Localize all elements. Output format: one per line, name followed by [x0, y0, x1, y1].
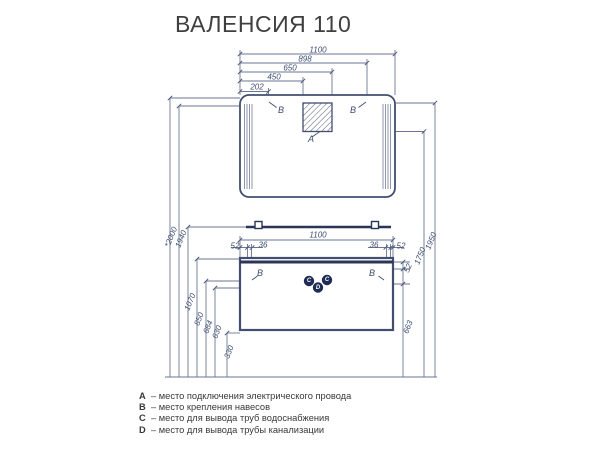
b-leader-mirror-right — [358, 101, 367, 108]
water-pipe-point-left — [303, 275, 315, 287]
label-b-mirror-right: B — [349, 105, 357, 115]
label-b-cabinet-right: B — [368, 268, 376, 278]
dimension-ticks — [167, 51, 438, 336]
water-pipe-point-right — [321, 274, 333, 286]
page-title: ВАЛЕНСИЯ 110 — [175, 11, 352, 37]
label-b-cabinet-left: B — [256, 268, 264, 278]
dim-cabinet-width: 1100 — [309, 230, 327, 240]
legend-item-b: B – место крепления навесов — [139, 402, 351, 413]
label-c-pipe-right: C — [324, 277, 330, 283]
shelf-clip-left — [254, 220, 263, 230]
legend-key-a: A — [139, 391, 146, 401]
dim-cabinet-left-36: 36 — [258, 240, 268, 250]
dim-cabinet-left-52: 52 — [230, 241, 240, 251]
b-leader-cabinet-right — [378, 275, 385, 281]
cabinet — [238, 256, 395, 332]
legend-item-c: C – место для вывода труб водоснабжения — [139, 413, 351, 424]
legend-item-a: A – место подключения электрического про… — [139, 391, 351, 402]
legend-text-c: – место для вывода труб водоснабжения — [151, 413, 330, 424]
label-c-pipe-left: C — [306, 278, 312, 284]
dim-mirror-1100: 1100 — [309, 45, 327, 55]
dim-mirror-650: 650 — [283, 63, 297, 73]
a-leader-line — [311, 131, 321, 138]
dim-mirror-202: 202 — [250, 82, 264, 92]
shelf-clip-right — [370, 220, 380, 230]
b-leader-cabinet-left — [251, 275, 258, 281]
legend-key-d: D — [139, 424, 146, 435]
mirror — [239, 94, 396, 198]
dim-mirror-450: 450 — [267, 72, 281, 82]
legend-item-d: D – место для вывода трубы канализации — [139, 425, 351, 436]
legend-text-b: – место крепления навесов — [151, 402, 271, 413]
legend-key-b: B — [139, 402, 146, 413]
legend: A – место подключения электрического про… — [139, 391, 351, 436]
b-leader-mirror-left — [268, 101, 277, 108]
legend-text-d: – место для вывода трубы канализации — [151, 424, 325, 435]
shelf — [246, 220, 391, 230]
label-b-mirror-left: B — [277, 105, 285, 115]
dim-cabinet-right-52: 52 — [396, 241, 406, 251]
mirror-lamp-stripes — [244, 104, 391, 189]
sewer-pipe-point — [312, 282, 324, 293]
dim-mirror-898: 898 — [298, 54, 312, 64]
legend-text-a: – место подключения электрического прово… — [151, 391, 352, 401]
label-d-sewer: D — [315, 284, 321, 291]
label-a-electrical: A — [307, 134, 315, 144]
dim-cabinet-right-36: 36 — [369, 240, 379, 250]
legend-key-c: C — [139, 413, 146, 424]
